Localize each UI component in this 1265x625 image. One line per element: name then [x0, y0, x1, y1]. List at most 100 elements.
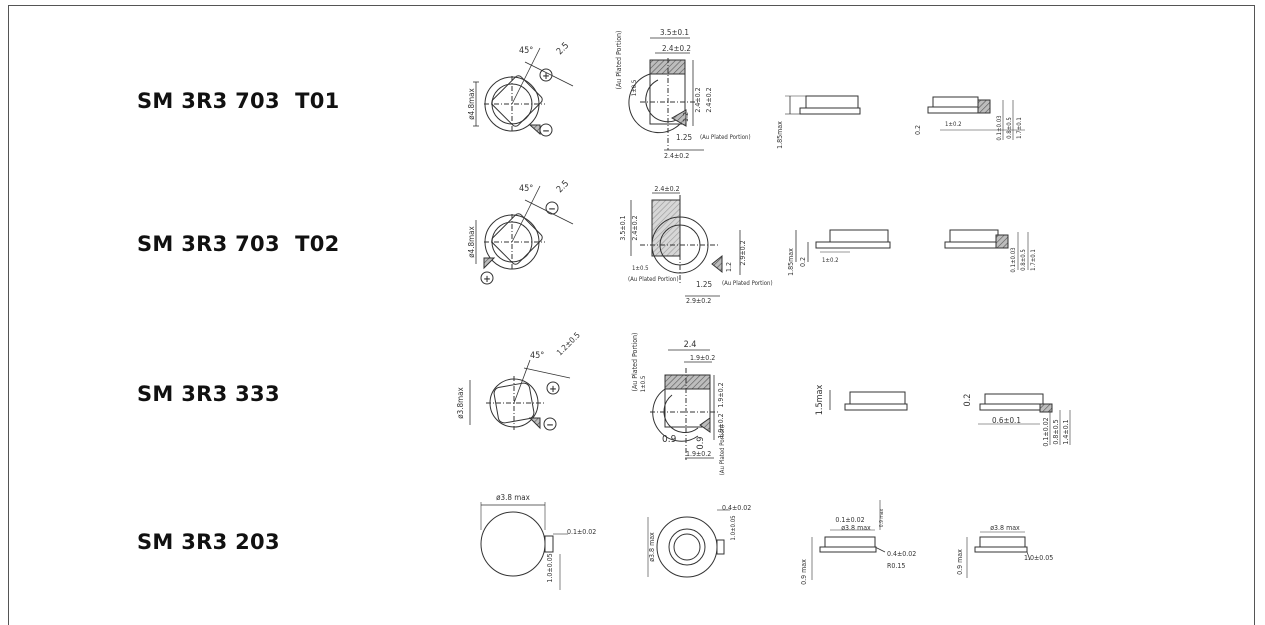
row2-bottom-top: 2.4±0.2 [654, 185, 679, 193]
row4-bottom-tab: 0.4±0.02 [722, 504, 751, 512]
row1-bottom-view [628, 37, 704, 151]
row3-bottom-au: (Au Plated Portion) [631, 332, 639, 391]
row3-bottom-h1: 1.9±0.2 [717, 382, 725, 407]
row1-top-diameter: ø4.8max [467, 88, 476, 120]
row1-top-tab: 2.5 [555, 41, 571, 57]
row2-bottom-12: 1.2 [725, 262, 733, 272]
row1-detail-a: 0.2 [914, 125, 922, 135]
row1-bottom-inner: 2.4±0.2 [662, 44, 691, 53]
row3-top-angle: 45° [530, 351, 544, 361]
row2-bottom-bottom: 2.9±0.2 [686, 297, 711, 305]
row1-detail-view [927, 96, 1025, 140]
row1-detail-c: 0.1±0.03 [996, 115, 1003, 140]
row4-side-radius: R0.15 [887, 562, 905, 570]
row1-detail-b: 1±0.2 [945, 121, 962, 128]
row3-bottom-gap: 1±0.5 [640, 376, 647, 393]
model-label-203: SM 3R3 203 [137, 530, 280, 554]
row4-bottom-diameter: ø3.8 max [648, 532, 656, 562]
row3-bottom-h2: 1.9±0.2 [717, 413, 725, 438]
row4-side-diameter: ø3.8 max [841, 524, 871, 532]
row1-bottom-bottom: 2.4±0.2 [664, 152, 689, 160]
row4-top-diameter: ø3.8 max [496, 493, 531, 502]
row1-bottom-125: 1.25 [676, 133, 692, 142]
row3-bottom-view [650, 349, 720, 460]
row4-side-lead: 0.4±0.02 [887, 550, 916, 558]
row2-side-c: 1±0.2 [822, 257, 839, 264]
row1-side-height: 1.85max [776, 121, 784, 149]
row1-top-angle: 45° [519, 46, 533, 56]
row2-bottom-view [630, 192, 741, 297]
row3-detail-c: 0.1±0.02 [1042, 417, 1050, 446]
row2-side-b: 0.2 [799, 257, 807, 267]
row2-top-diameter: ø4.8max [467, 226, 476, 258]
row4-detail-diameter: ø3.8 max [990, 524, 1020, 532]
row4-detail-lead: 1.0±0.05 [1024, 554, 1053, 562]
row2-bottom-inner: 2.4±0.2 [631, 215, 639, 240]
row1-bottom-height: 2.4±0.2 [705, 87, 713, 112]
row1-plus-sign: + [542, 71, 550, 82]
row3-bottom-bottom: 1.9±0.2 [686, 450, 711, 458]
model-label-t01: SM 3R3 703 T01 [137, 89, 340, 113]
row4-bottom-lead: 1.0±0.05 [730, 515, 737, 540]
row2-top-angle: 45° [519, 184, 533, 194]
row2-top-tab: 2.5 [555, 179, 571, 195]
row2-top-view [475, 185, 574, 285]
row1-bottom-12: 1.2 [682, 112, 690, 122]
row3-top-view [469, 359, 571, 431]
row1-bottom-au2: (Au Plated Portion) [700, 134, 751, 141]
row4-detail-view [966, 531, 1031, 578]
model-label-t02: SM 3R3 703 T02 [137, 232, 340, 256]
row1-detail-e: 1.7±0.1 [1016, 117, 1023, 139]
diagram-frame [8, 5, 1255, 625]
row2-minus-sign: − [548, 204, 556, 215]
row4-side-height: 0.9 max [800, 559, 808, 585]
row2-bottom-au2: (Au Plated Portion) [722, 280, 773, 287]
row4-side-view [811, 500, 886, 580]
row3-top-diameter: ø3.8max [456, 387, 465, 419]
row1-top-view [473, 47, 574, 137]
row2-bottom-right: 2.9±0.2 [739, 240, 747, 265]
row4-top-lead: 1.0±0.05 [546, 553, 554, 582]
row3-plus-sign: + [549, 384, 557, 395]
row1-bottom-side: 2.4±0.2 [694, 87, 702, 112]
row3-bottom-au2: (Au Plated Portion) [719, 425, 726, 476]
row4-side-top: 0.1±0.02 [835, 516, 864, 524]
row4-detail-height: 0.9 max [956, 549, 964, 575]
row2-detail-d: 0.8±0.5 [1020, 249, 1027, 271]
row3-side-height: 1.5max [815, 385, 825, 416]
row3-detail-b: 0.6±0.1 [992, 416, 1021, 425]
row1-side-view [785, 95, 861, 115]
row2-detail-e: 1.7±0.1 [1030, 249, 1037, 271]
row2-bottom-left: 3.5±0.1 [619, 215, 627, 240]
row3-bottom-vert: 0.9 [696, 437, 706, 450]
row2-bottom-gap: 1±0.5 [632, 265, 649, 272]
row4-top-view [480, 502, 568, 590]
row3-bottom-width: 2.4 [684, 340, 697, 350]
row2-side-view [795, 229, 891, 262]
row3-detail-d: 0.8±0.5 [1052, 419, 1060, 444]
row3-side-view [829, 390, 908, 411]
row1-minus-sign: − [542, 126, 550, 137]
row1-bottom-width: 3.5±0.1 [660, 28, 689, 37]
row2-plus-sign: + [483, 274, 491, 285]
row2-bottom-au: (Au Plated Portion) [628, 276, 679, 283]
row3-detail-view [978, 393, 1071, 445]
row1-detail-d: 0.8±0.5 [1006, 117, 1013, 139]
row4-bottom-view [647, 509, 730, 578]
row2-bottom-125: 1.25 [696, 280, 712, 289]
model-label-333: SM 3R3 333 [137, 382, 280, 406]
row1-bottom-gap: 1±0.5 [631, 80, 638, 97]
row3-detail-a: 0.2 [963, 394, 973, 407]
row3-minus-sign: − [546, 420, 554, 431]
row3-bottom-inner: 1.9±0.2 [690, 354, 715, 362]
row2-side-height: 1.85max [787, 248, 795, 276]
row2-detail-view [944, 229, 1029, 270]
row4-top-tab: 0.1±0.02 [567, 528, 596, 536]
row3-detail-e: 1.4±0.1 [1062, 419, 1070, 444]
row3-top-tab: 1.2±0.5 [555, 331, 582, 358]
row1-bottom-au: (Au Plated Portion) [615, 30, 623, 89]
row4-side-thick: 0.9 max [879, 508, 885, 527]
row3-bottom-left: 0.9 [662, 434, 677, 445]
row2-detail-c: 0.1±0.03 [1010, 247, 1017, 272]
